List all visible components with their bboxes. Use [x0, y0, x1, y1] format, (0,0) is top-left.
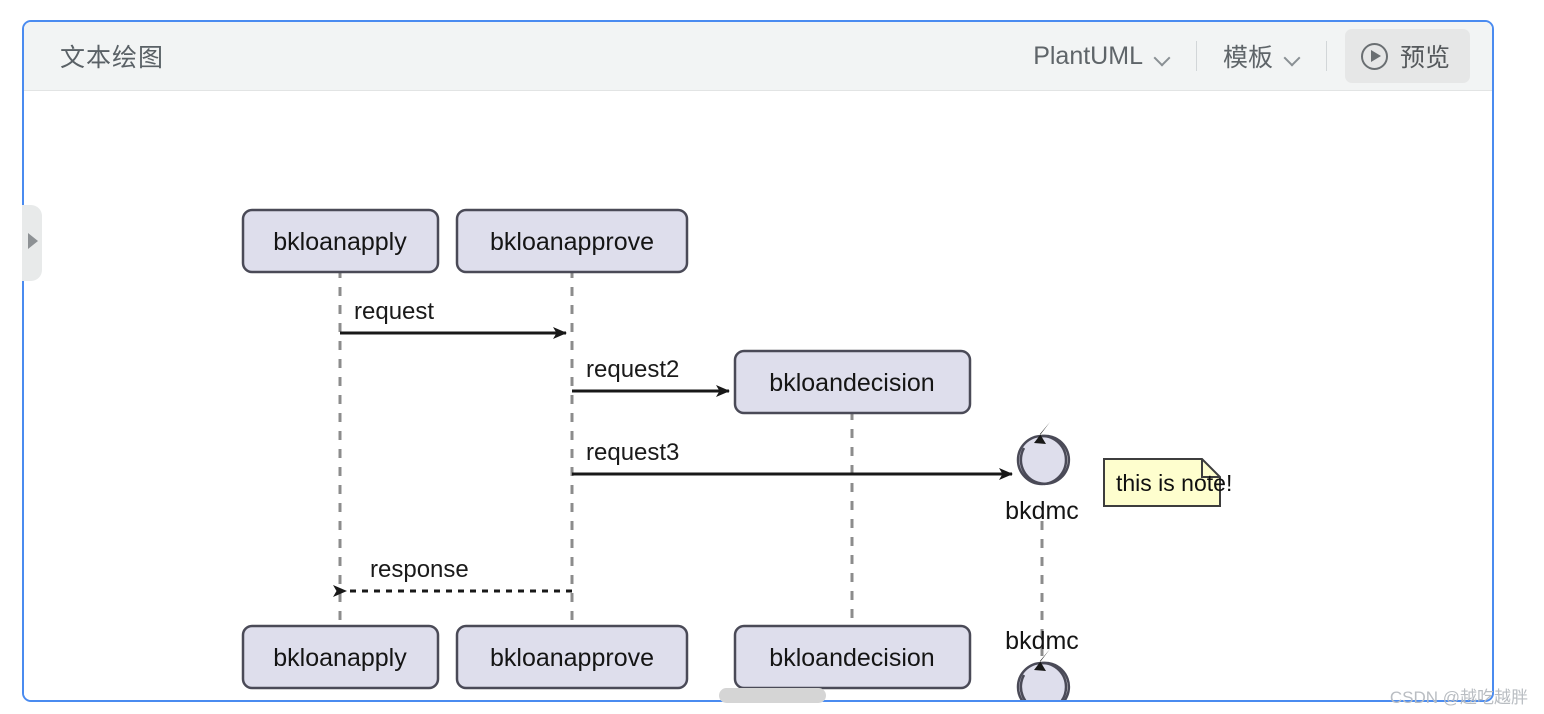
participant-box [455, 624, 689, 690]
language-dropdown-label: PlantUML [1033, 41, 1143, 70]
message-label: request2 [586, 356, 679, 383]
preview-button-label: 预览 [1399, 44, 1450, 72]
participant-bkdmc-bottom[interactable]: bkdmc [1005, 627, 1079, 700]
template-dropdown-label: 模板 [1222, 44, 1273, 72]
page-title: 文本绘图 [60, 44, 165, 72]
participant-bkloanapply-top[interactable]: bkloanapply [241, 208, 440, 274]
lifelines [338, 269, 1044, 671]
preview-button[interactable]: 预览 [1344, 29, 1470, 83]
participant-box [455, 208, 689, 274]
note-body [1103, 458, 1221, 507]
header-toolbar: PlantUML 模板 预览 [1017, 22, 1470, 90]
participant-label: bkloanapply [273, 644, 407, 672]
participant-label: bkdmc [1005, 497, 1079, 525]
sequence-diagram: bkloanapply bkloanapprove bkloandecision… [241, 208, 1232, 700]
participant-bkloandecision-bottom[interactable]: bkloandecision [733, 624, 972, 690]
watermark: CSDN @越吃越胖 [1389, 688, 1528, 707]
play-circle-icon [1360, 42, 1388, 70]
message-request3: request3 [572, 439, 1013, 480]
participant-label: bkloanapprove [490, 644, 654, 672]
entity-self-loop [1019, 434, 1071, 485]
note-this-is-note[interactable]: this is note! [1103, 458, 1232, 507]
message-label: request [354, 298, 434, 325]
chevron-down-icon [1285, 52, 1300, 61]
message-label: request3 [586, 439, 679, 466]
entity-self-loop-arrowhead [1034, 422, 1050, 444]
chevron-down-icon [1155, 52, 1170, 61]
participant-label: bkloandecision [769, 644, 934, 672]
participant-box [241, 624, 440, 690]
participant-bkdmc-top[interactable]: bkdmc [1005, 422, 1079, 525]
participant-label: bkdmc [1005, 627, 1079, 655]
template-dropdown[interactable]: 模板 [1207, 38, 1316, 74]
entity-self-loop [1019, 661, 1071, 700]
participant-box [733, 349, 972, 415]
participant-bkloandecision-top[interactable]: bkloandecision [733, 349, 972, 415]
participant-bkloanapply-bottom[interactable]: bkloanapply [241, 624, 440, 690]
note-text: this is note! [1116, 470, 1232, 496]
participant-label: bkloanapprove [490, 228, 654, 256]
diagram-canvas[interactable]: bkloanapply bkloanapprove bkloandecision… [24, 91, 1492, 700]
participant-box [241, 208, 440, 274]
expand-left-panel-button[interactable] [22, 205, 42, 281]
participant-box [733, 624, 972, 690]
message-request2: request2 [572, 356, 730, 397]
participant-label: bkloandecision [769, 369, 934, 397]
horizontal-scrollbar-thumb[interactable] [719, 688, 826, 703]
participant-bkloanapprove-bottom[interactable]: bkloanapprove [455, 624, 689, 690]
participant-label: bkloanapply [273, 228, 407, 256]
toolbar-divider-2 [1325, 41, 1327, 71]
message-label: response [370, 556, 469, 583]
panel-header: 文本绘图 PlantUML 模板 预览 [24, 22, 1492, 91]
participant-bkloanapprove-top[interactable]: bkloanapprove [455, 208, 689, 274]
message-response: response [333, 556, 572, 597]
toolbar-divider-1 [1195, 41, 1197, 71]
entity-self-loop-arrowhead [1034, 649, 1050, 671]
note-fold-icon [1201, 459, 1220, 478]
text-drawing-panel: 文本绘图 PlantUML 模板 预览 [22, 20, 1494, 702]
message-request: request [340, 298, 567, 339]
language-dropdown[interactable]: PlantUML [1017, 42, 1186, 71]
